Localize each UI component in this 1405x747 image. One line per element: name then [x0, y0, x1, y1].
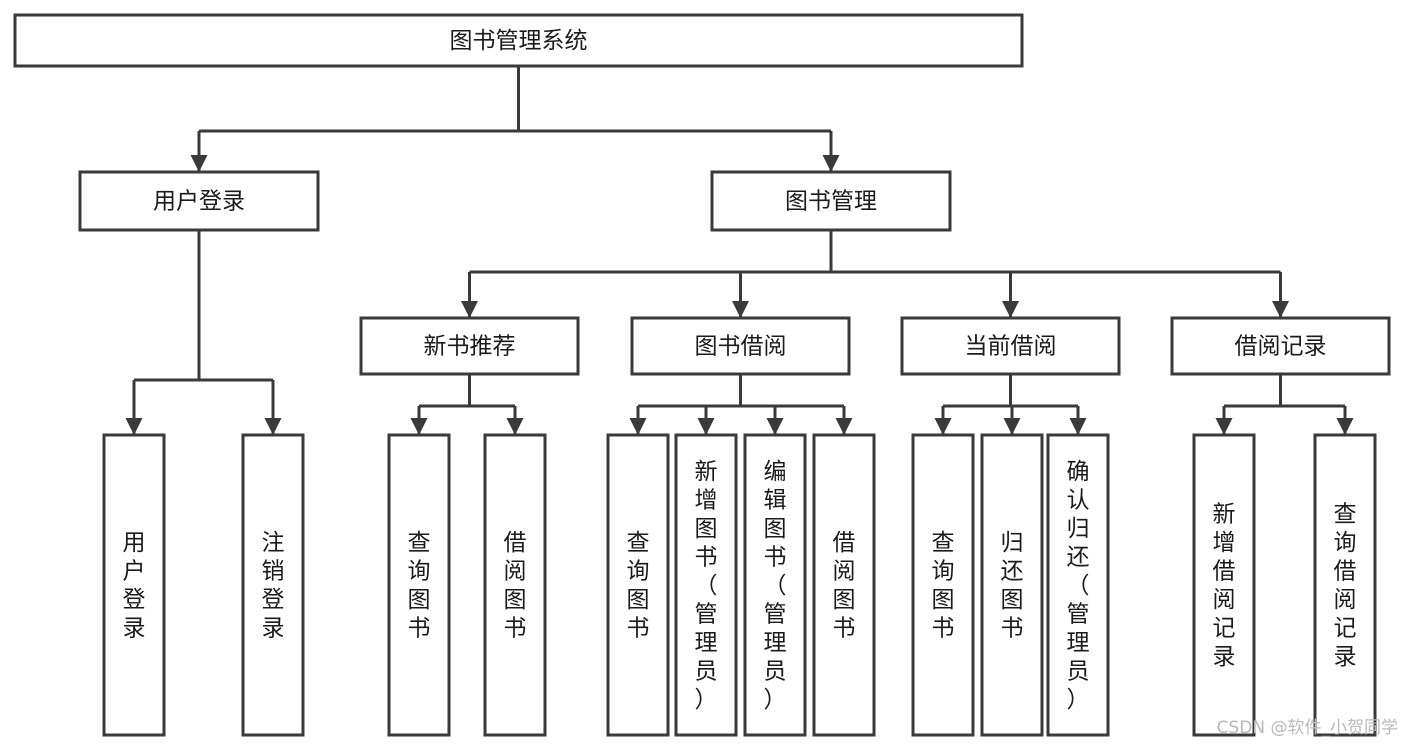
node-label: 当前借阅: [965, 334, 1057, 360]
arrow-down-icon: [1336, 418, 1354, 435]
leaf-1-用户登录[interactable]: 用户登录: [102, 433, 166, 737]
arrow-down-icon: [822, 155, 840, 172]
arrow-down-icon: [766, 418, 784, 435]
leaf-2-注销登录[interactable]: 注销登录: [241, 433, 305, 737]
arrow-down-icon: [1272, 301, 1289, 318]
leaf-3-查询图书[interactable]: 查询图书: [387, 433, 451, 737]
node-rect: [911, 433, 975, 737]
node-label: 借阅图书: [504, 530, 527, 642]
node-rect: [710, 170, 952, 232]
node-label: 借阅记录: [1235, 334, 1327, 360]
node-label: 查询借阅记录: [1334, 502, 1357, 671]
node-rect: [630, 316, 851, 376]
arrow-down-icon: [190, 155, 208, 172]
leaf-13-查询借阅记录[interactable]: 查询借阅记录: [1313, 433, 1377, 737]
leaf-8-借阅图书[interactable]: 借阅图书: [812, 433, 876, 737]
node-label: 新增借阅记录: [1213, 502, 1236, 671]
node-label: 新书推荐: [424, 334, 516, 360]
node-rect: [1192, 433, 1256, 737]
node-rect: [674, 433, 738, 737]
arrow-down-icon: [629, 418, 647, 435]
node-rect: [812, 433, 876, 737]
connector-用户登录-子: [125, 230, 282, 435]
node-rect: [78, 170, 320, 232]
node-rect: [900, 316, 1121, 376]
node-label: 确认归还（管理员）: [1067, 459, 1090, 713]
node-rect: [1170, 316, 1391, 376]
arrow-down-icon: [1069, 418, 1087, 435]
leaf-5-查询图书[interactable]: 查询图书: [606, 433, 670, 737]
node-rect: [241, 433, 305, 737]
level3-1-新书推荐[interactable]: 新书推荐: [359, 316, 580, 376]
leaf-11-确认归还管理员[interactable]: 确认归还（管理员）: [1046, 433, 1110, 737]
node-label: 图书管理系统: [450, 28, 588, 54]
level3-2-图书借阅[interactable]: 图书借阅: [630, 316, 851, 376]
node-label: 用户登录: [153, 189, 245, 215]
node-rect: [387, 433, 451, 737]
connector-layer: [125, 66, 1354, 435]
node-label: 编辑图书（管理员）: [764, 459, 787, 713]
node-rect: [102, 433, 166, 737]
node-label: 图书管理: [785, 189, 877, 215]
node-rect: [1046, 433, 1110, 737]
arrow-down-icon: [1003, 418, 1021, 435]
node-rect: [483, 433, 547, 737]
level2-2-图书管理[interactable]: 图书管理: [710, 170, 952, 232]
arrow-down-icon: [934, 418, 952, 435]
connector-图书管理: [461, 230, 1289, 318]
level3-3-当前借阅[interactable]: 当前借阅: [900, 316, 1121, 376]
node-rect: [359, 316, 580, 376]
node-label: 新增图书（管理员）: [695, 459, 718, 713]
node-label: 图书借阅: [695, 334, 787, 360]
leaf-10-归还图书[interactable]: 归还图书: [980, 433, 1044, 737]
node-rect: [13, 13, 1024, 68]
node-rect: [743, 433, 807, 737]
node-rect: [980, 433, 1044, 737]
level3-4-借阅记录[interactable]: 借阅记录: [1170, 316, 1391, 376]
connector-当前借阅: [934, 374, 1087, 435]
arrow-down-icon: [461, 301, 478, 318]
node-rect: [1313, 433, 1377, 737]
node-label: 查询图书: [932, 530, 955, 642]
arrow-down-icon: [1002, 301, 1019, 318]
leaf-4-借阅图书[interactable]: 借阅图书: [483, 433, 547, 737]
arrow-down-icon: [506, 418, 524, 435]
connector-图书借阅: [629, 374, 853, 435]
node-label: 查询图书: [408, 530, 431, 642]
leaf-9-查询图书[interactable]: 查询图书: [911, 433, 975, 737]
node-label: 注销登录: [262, 530, 285, 642]
node-label: 用户登录: [123, 530, 146, 642]
csdn-watermark: CSDN @软件_小贺同学: [1217, 718, 1398, 738]
connector-借阅记录: [1215, 374, 1354, 435]
arrow-down-icon: [697, 418, 715, 435]
arrow-down-icon: [410, 418, 428, 435]
arrow-down-icon: [264, 418, 282, 435]
node-label: 归还图书: [1001, 530, 1024, 642]
level2-1-用户登录[interactable]: 用户登录: [78, 170, 320, 232]
node-label: 借阅图书: [833, 530, 856, 642]
arrow-down-icon: [1215, 418, 1233, 435]
root-1-图书管理系统[interactable]: 图书管理系统: [13, 13, 1024, 68]
node-layer: 图书管理系统用户登录图书管理新书推荐图书借阅当前借阅借阅记录用户登录注销登录查询…: [13, 13, 1391, 737]
arrow-down-icon: [732, 301, 749, 318]
arrow-down-icon: [125, 418, 143, 435]
arrow-down-icon: [835, 418, 853, 435]
leaf-12-新增借阅记录[interactable]: 新增借阅记录: [1192, 433, 1256, 737]
connector-图书管理系统: [190, 66, 840, 172]
node-label: 查询图书: [627, 530, 650, 642]
leaf-6-新增图书管理员[interactable]: 新增图书（管理员）: [674, 433, 738, 737]
connector-新书推荐: [410, 374, 524, 435]
leaf-7-编辑图书管理员[interactable]: 编辑图书（管理员）: [743, 433, 807, 737]
node-rect: [606, 433, 670, 737]
